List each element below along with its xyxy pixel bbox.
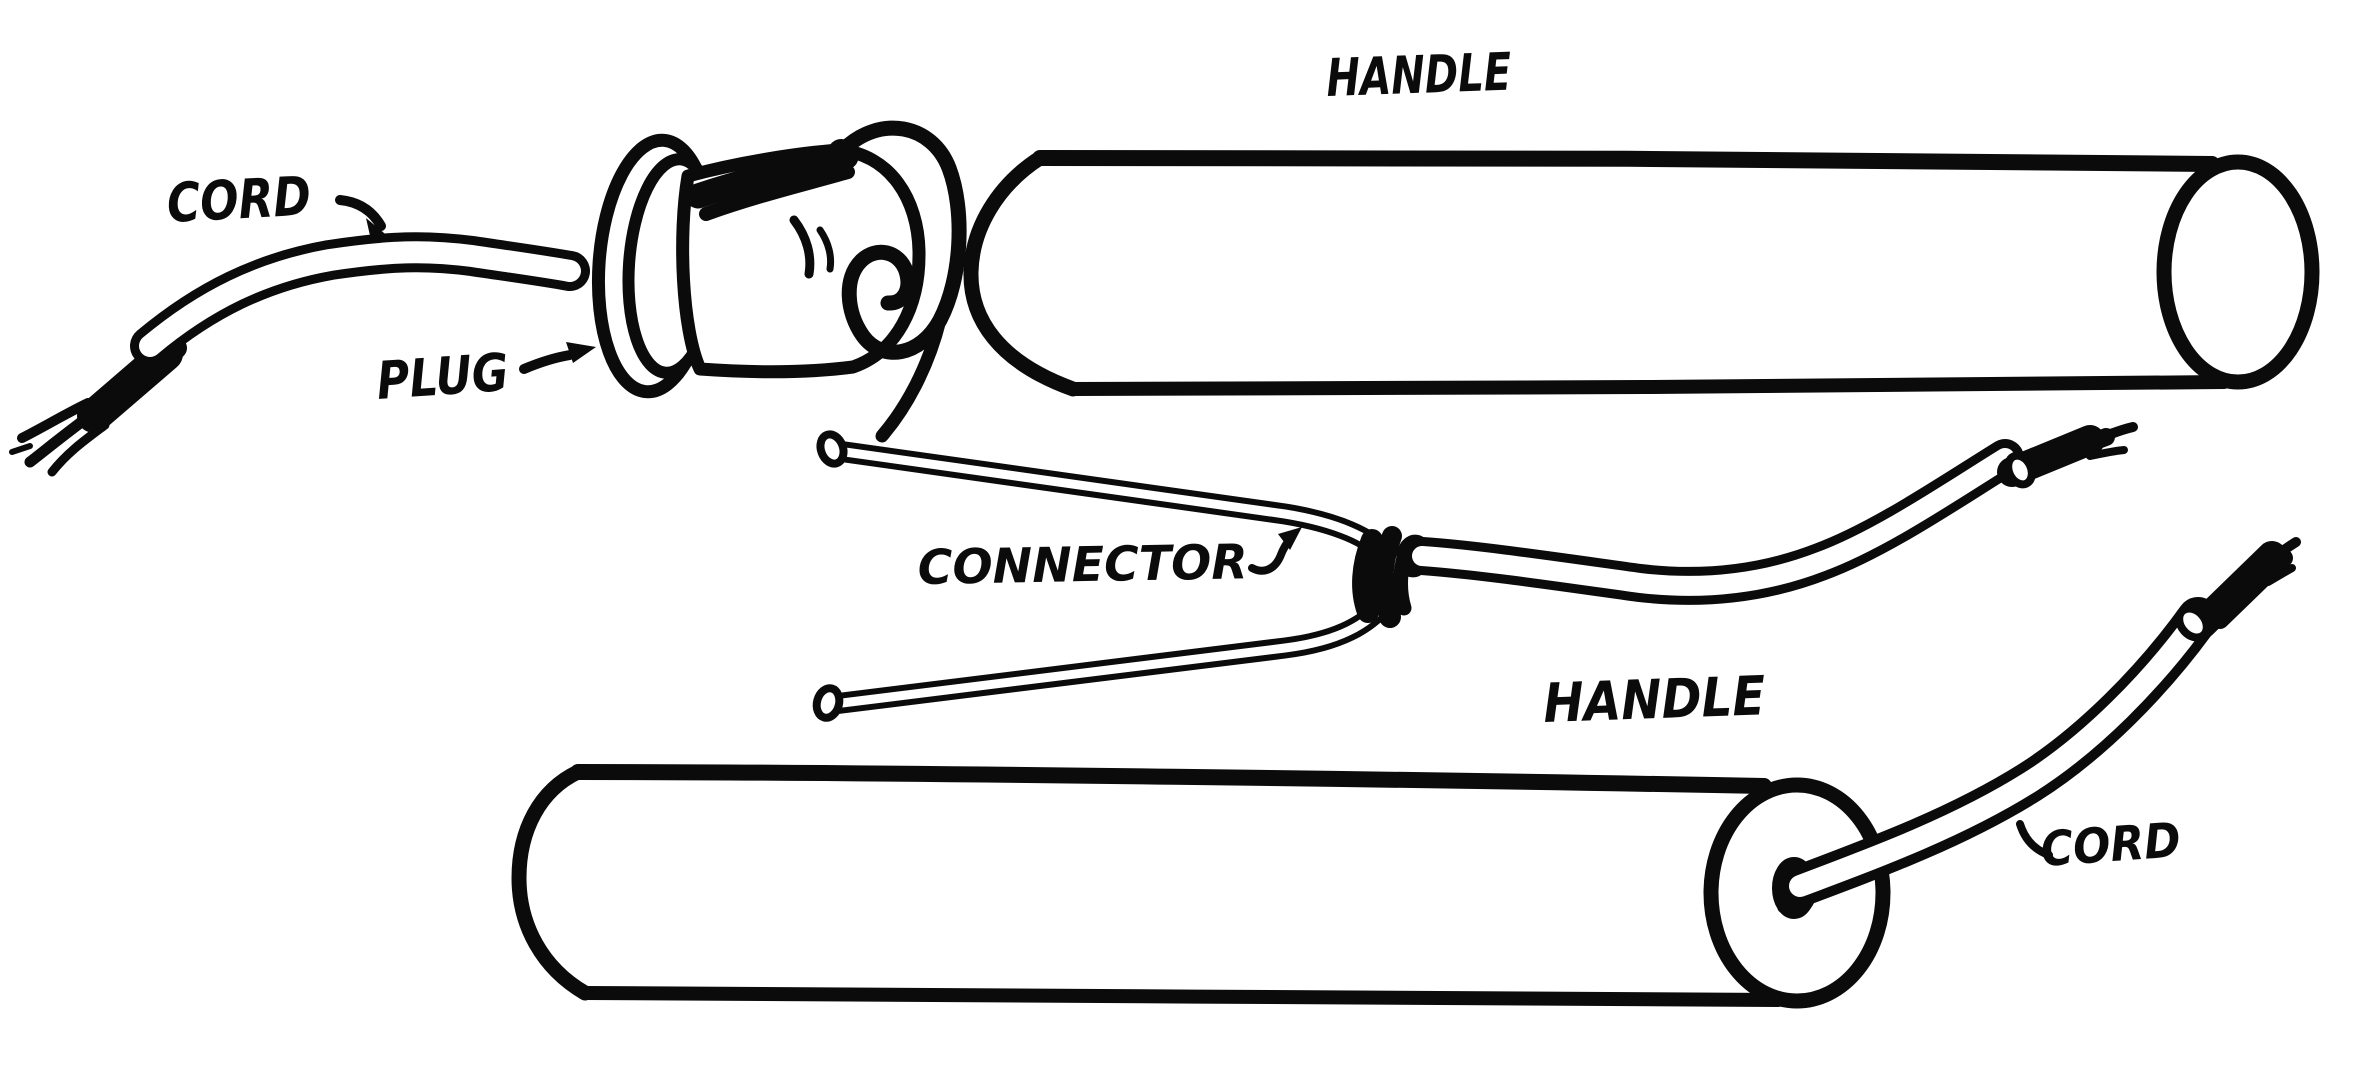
cord-top-left-drawing (9, 232, 590, 477)
label-plug: PLUG (375, 343, 511, 412)
plug-drawing (591, 120, 967, 443)
cord-core (1412, 448, 2015, 596)
frayed-wire-tip (9, 443, 33, 455)
handle-top-drawing (963, 149, 2320, 397)
frayed-wire-tip (2086, 446, 2128, 460)
cord-wrap-ring (2004, 451, 2036, 489)
annotation-arrows (335, 195, 2053, 859)
connector-arrowhead (1278, 527, 1302, 550)
label-cord-top: CORD (165, 165, 312, 235)
connector-knot (1379, 606, 1401, 628)
handle-top-edge (1032, 149, 2220, 172)
cord-middle-drawing (1403, 422, 2138, 605)
plug-leader-line (519, 350, 575, 374)
label-connector: CONNECTOR (917, 534, 1248, 596)
cord-top-leader-line (335, 195, 386, 231)
plug-wire-band (699, 165, 855, 221)
label-handle-bottom: HANDLE (1542, 664, 1766, 735)
handle-top-edge (570, 764, 1772, 794)
handle-end-ellipse (2156, 154, 2320, 390)
plug-wire-loop-tail (875, 313, 947, 443)
plug-arrowhead (566, 342, 596, 363)
connector-wrap (1373, 526, 1402, 628)
cord-wrap-ring (2175, 604, 2211, 642)
cord-top-arrowhead (366, 218, 390, 240)
annotation-labels: CORD PLUG HANDLE CONNECTOR HANDLE CORD (165, 43, 2182, 878)
frayed-wire-tip (2080, 422, 2138, 449)
plug-highlight (816, 226, 835, 273)
handle-left-cap (511, 764, 593, 1001)
handle-left-cap (963, 150, 1081, 397)
plug-wire-loop (835, 120, 967, 360)
cord-core (1789, 607, 2209, 897)
connector-wrap (1352, 529, 1383, 623)
rod-upper-tip-ring (816, 430, 848, 468)
handle-bottom-edge (578, 986, 1785, 1007)
cord-bottom-leader-line (2016, 820, 2053, 859)
plug-highlight (789, 215, 815, 279)
frayed-wire-tip (2257, 537, 2301, 571)
frayed-wire-tip (2264, 564, 2296, 586)
cord-core (139, 241, 581, 357)
rod-lower-tip-ring (812, 684, 844, 722)
cord-end-wrap (2211, 549, 2293, 629)
rod-lower-outline (823, 591, 1397, 715)
label-cord-bottom: CORD (2039, 812, 2183, 878)
handle-bottom-edge (1066, 375, 2231, 397)
handle-bottom-drawing (511, 764, 1891, 1009)
label-handle-top: HANDLE (1325, 43, 1512, 109)
cord-bottom-right-drawing (1779, 537, 2301, 907)
